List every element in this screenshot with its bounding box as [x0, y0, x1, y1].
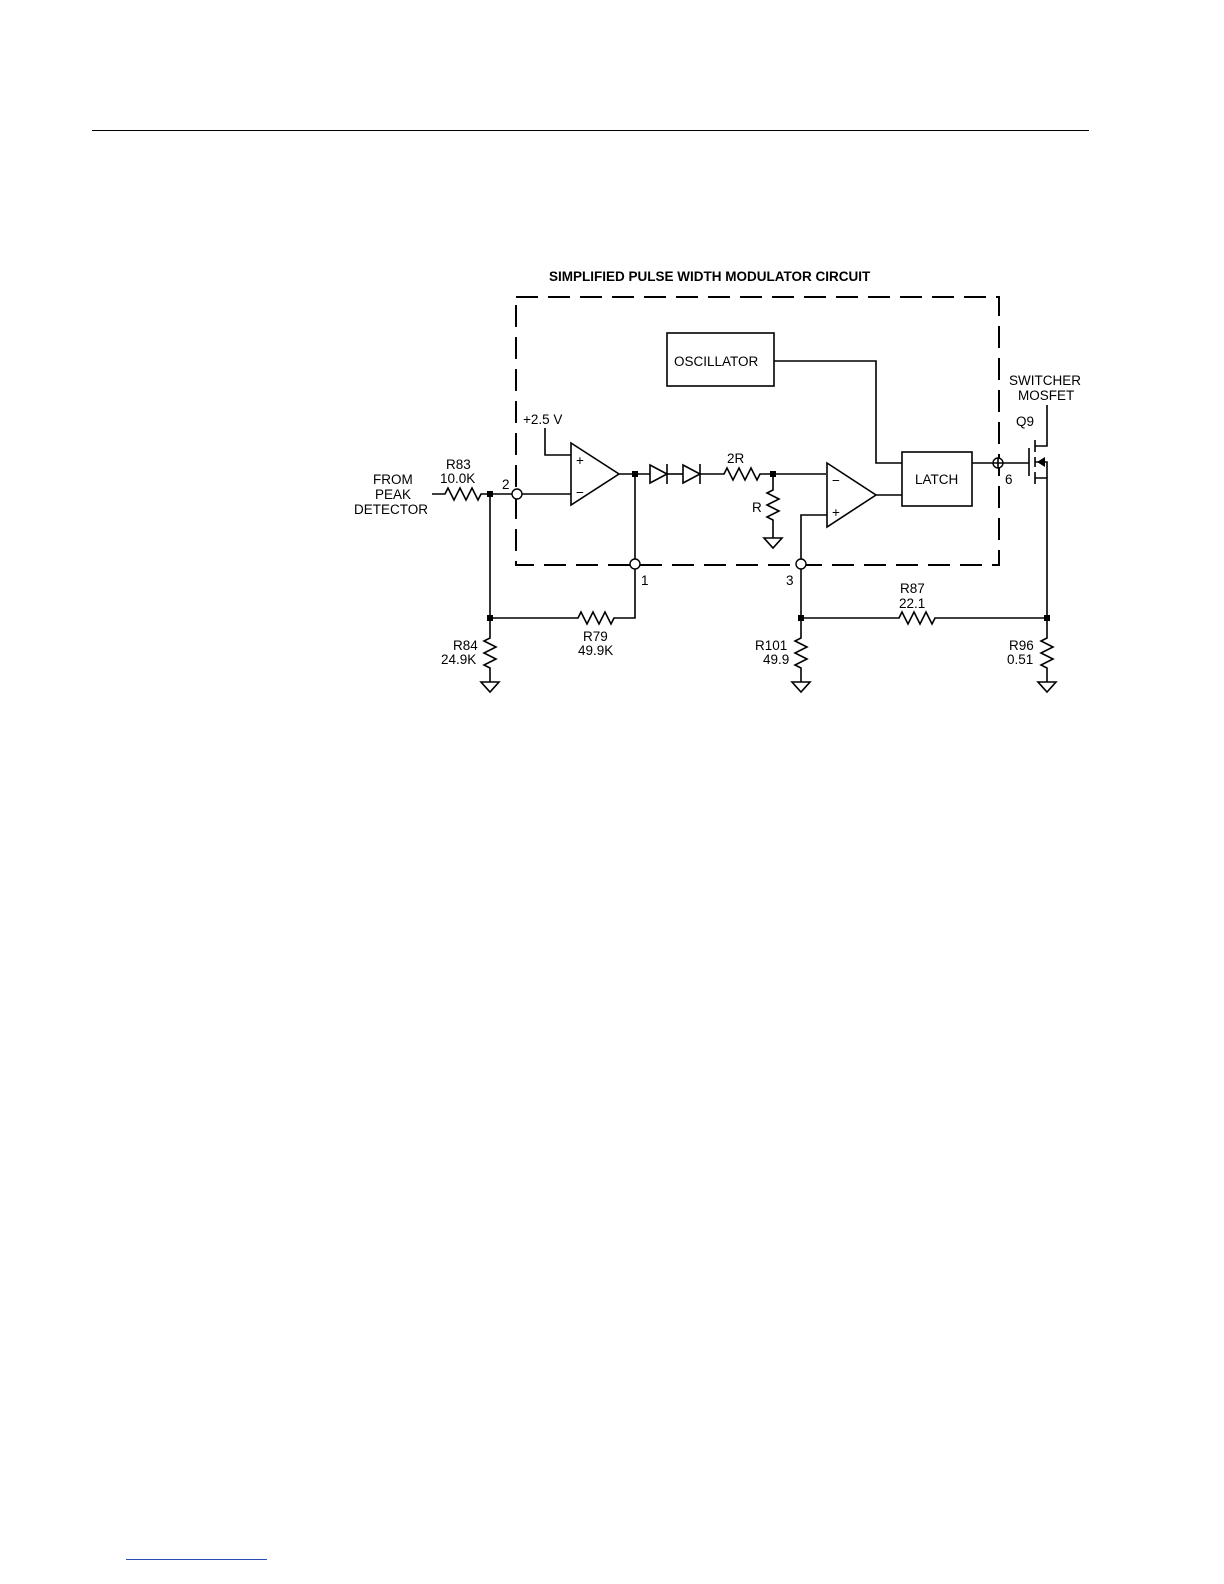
- latch-block: LATCH: [902, 452, 972, 506]
- r83-resistor: [432, 488, 512, 500]
- pwm-comparator: − +: [827, 463, 876, 527]
- mosfet-designator: Q9: [1016, 414, 1034, 429]
- r79-resistor: [490, 569, 635, 624]
- r96-name: R96: [1009, 638, 1034, 653]
- pin3-wire: [801, 515, 827, 559]
- footer-link-underline: [126, 1559, 267, 1560]
- r84-value: 24.9K: [441, 652, 476, 667]
- r83-value: 10.0K: [440, 471, 475, 486]
- pin-6-label: 6: [1005, 472, 1013, 487]
- opamp1-plus-sign: +: [576, 453, 584, 468]
- r96-resistor: [1041, 618, 1053, 682]
- r96-value: 0.51: [1007, 652, 1033, 667]
- pin-2-node: [512, 489, 522, 499]
- error-amplifier: + −: [571, 443, 619, 505]
- r2r-name: 2R: [727, 451, 745, 466]
- r101-value: 49.9: [763, 652, 789, 667]
- reference-voltage-label: +2.5 V: [523, 412, 562, 427]
- oscillator-latch-wire: [774, 361, 902, 463]
- r79-name: R79: [583, 629, 608, 644]
- svg-text:DETECTOR: DETECTOR: [354, 502, 428, 517]
- pin-2-label: 2: [502, 477, 510, 492]
- r87-value: 22.1: [899, 596, 925, 611]
- svg-text:PEAK: PEAK: [375, 487, 411, 502]
- latch-label: LATCH: [915, 472, 958, 487]
- ground-icon: [764, 538, 782, 548]
- r-name: R: [752, 500, 762, 515]
- pin-3-node: [796, 559, 806, 569]
- r87-resistor: [801, 612, 1047, 624]
- r83-name: R83: [446, 457, 471, 472]
- opamp1-minus-sign: −: [576, 485, 584, 500]
- input-label: FROM PEAK DETECTOR: [354, 472, 428, 517]
- r87-name: R87: [900, 581, 925, 596]
- diode-icon: [650, 464, 667, 484]
- r101-resistor: [795, 618, 807, 682]
- diode-icon: [683, 464, 700, 484]
- ground-icon: [1038, 682, 1056, 692]
- mosfet-title-line2: MOSFET: [1018, 388, 1074, 403]
- opamp2-minus-sign: −: [832, 473, 840, 488]
- r79-value: 49.9K: [578, 643, 613, 658]
- oscillator-block: OSCILLATOR: [667, 333, 774, 386]
- r-resistor: [767, 474, 779, 538]
- mosfet-icon: [1029, 405, 1047, 618]
- r84-name: R84: [453, 638, 478, 653]
- opamp2-plus-sign: +: [832, 505, 840, 520]
- r2r-resistor: [700, 468, 826, 480]
- pin-3-label: 3: [786, 573, 794, 588]
- diagram-title: SIMPLIFIED PULSE WIDTH MODULATOR CIRCUIT: [549, 269, 871, 284]
- pin-1-node: [630, 559, 640, 569]
- r84-resistor: [484, 618, 496, 682]
- reference-wire: [545, 428, 571, 455]
- mosfet-title-line1: SWITCHER: [1009, 373, 1081, 388]
- r101-name: R101: [755, 638, 787, 653]
- ground-icon: [792, 682, 810, 692]
- oscillator-label: OSCILLATOR: [674, 354, 759, 369]
- svg-text:FROM: FROM: [373, 472, 413, 487]
- ground-icon: [481, 682, 499, 692]
- pin-1-label: 1: [641, 573, 649, 588]
